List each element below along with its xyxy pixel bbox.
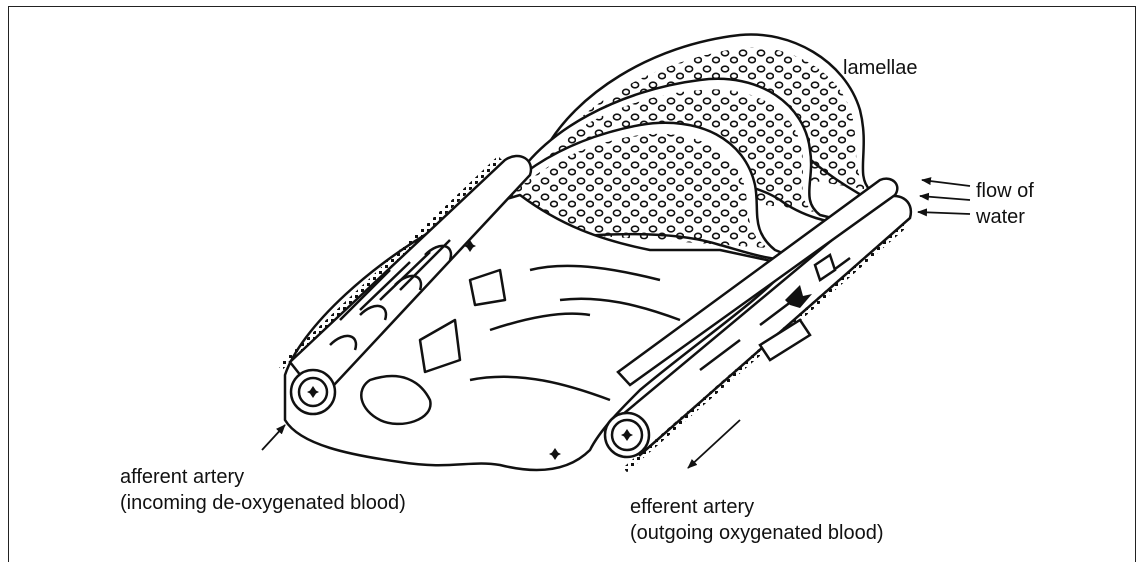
label-afferent-artery: afferent artery (incoming de-oxygenated … [120, 464, 406, 516]
left-arrow-icon [920, 196, 970, 200]
up-right-arrow-icon [262, 425, 285, 450]
label-flow-line1: flow of [976, 178, 1034, 204]
left-arrow-icon [922, 180, 970, 186]
left-arrow-icon [918, 212, 970, 214]
label-flow-line2: water [976, 204, 1034, 230]
label-efferent-artery: efferent artery (outgoing oxygenated blo… [630, 494, 884, 546]
label-afferent-line1: afferent artery [120, 464, 406, 490]
down-left-arrow-icon [688, 420, 740, 468]
label-lamellae: lamellae [843, 55, 917, 81]
label-efferent-line2: (outgoing oxygenated blood) [630, 520, 884, 546]
label-efferent-line1: efferent artery [630, 494, 884, 520]
label-flow-of-water: flow of water [976, 178, 1034, 230]
label-afferent-line2: (incoming de-oxygenated blood) [120, 490, 406, 516]
